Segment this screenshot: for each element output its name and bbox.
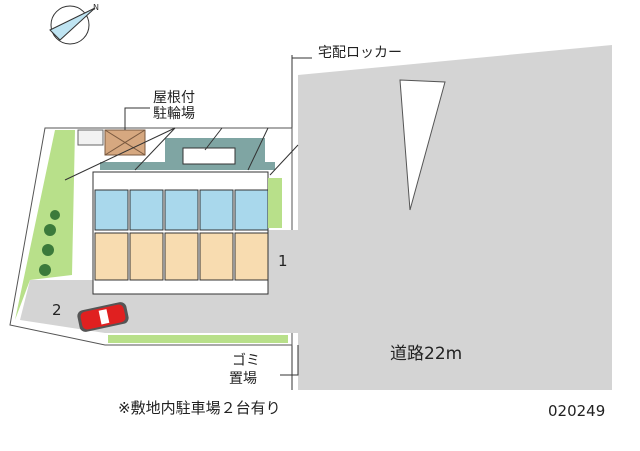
apartment-units [94,189,269,281]
car-icon [77,302,129,332]
road-label: 道路22m [390,344,463,364]
bike-parking-label-2: 駐輪場 [153,106,195,122]
garbage-label-1: ゴミ [232,353,260,369]
parking-note: ※敷地内駐車場２台有り [118,399,281,417]
property-code: 020249 [548,402,606,420]
delivery-locker-label: 宅配ロッカー [318,45,402,61]
stairs [182,147,236,165]
road-area [298,45,612,390]
compass-north-icon: N [49,3,99,45]
traffic-island [399,79,446,211]
bike-parking-label-1: 屋根付 [153,90,195,106]
parking-space-1: 1 [278,252,288,270]
corridor-roof [100,162,275,170]
garbage-label-2: 置場 [229,371,257,387]
greenery-left [15,130,75,320]
parking-space-2: 2 [52,301,62,319]
svg-text:N: N [93,3,99,12]
